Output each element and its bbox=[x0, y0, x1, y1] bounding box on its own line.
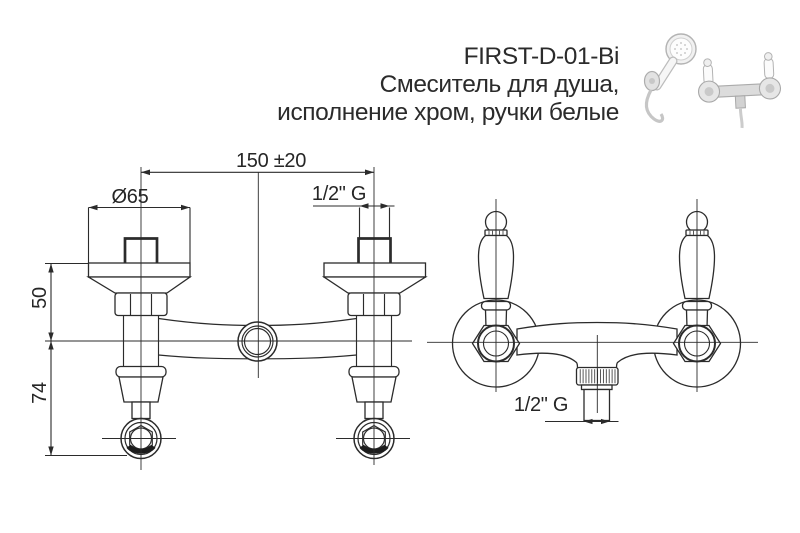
dim-escutcheon-diameter-label: Ø65 bbox=[112, 186, 149, 208]
photo-mixer bbox=[697, 52, 782, 129]
dim-wall-distance-label: 150 ±20 bbox=[236, 150, 306, 172]
top-view-drawing: 150 ±20 Ø65 1/2" G bbox=[29, 150, 428, 470]
product-description-line1: Смеситель для душа, bbox=[379, 71, 620, 98]
dim-outlet-thread: 1/2" G bbox=[514, 394, 619, 425]
dim-outlet-thread-label: 1/2" G bbox=[514, 394, 568, 416]
left-inlet-column bbox=[86, 237, 193, 460]
dim-wall-distance: 150 ±20 bbox=[141, 150, 374, 176]
front-view-drawing: 1/2" G bbox=[427, 199, 758, 425]
product-photo bbox=[643, 33, 782, 129]
dim-inlet-thread: 1/2" G bbox=[312, 183, 395, 209]
dim-offset-lower-label: 74 bbox=[29, 382, 51, 404]
shower-face-dots bbox=[674, 42, 688, 56]
product-code: FIRST-D-01-Bi bbox=[463, 43, 620, 70]
product-description-line2: исполнение хром, ручки белые bbox=[277, 99, 619, 126]
right-inlet-column bbox=[321, 207, 428, 460]
dim-offsets: 50 74 bbox=[29, 262, 127, 457]
product-header: FIRST-D-01-Bi Смеситель для душа, исполн… bbox=[277, 43, 619, 127]
front-view-centerlines bbox=[427, 199, 758, 413]
dim-escutcheon-diameter: Ø65 bbox=[87, 186, 191, 263]
dim-inlet-thread-label: 1/2" G bbox=[312, 183, 366, 205]
top-view-centerlines bbox=[45, 167, 412, 470]
dim-offset-upper-label: 50 bbox=[29, 287, 51, 309]
